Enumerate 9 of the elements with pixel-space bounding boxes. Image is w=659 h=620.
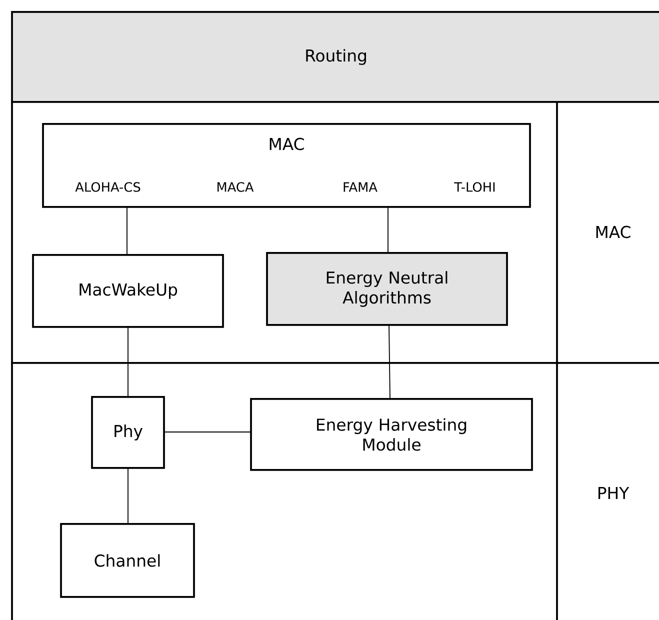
module-box: MacWakeUp bbox=[32, 254, 224, 328]
routing-band: Routing bbox=[11, 11, 659, 103]
module-box: Phy bbox=[91, 396, 165, 469]
module-box: Channel bbox=[60, 523, 195, 598]
protocol-box: MAC ALOHA-CS MACA FAMA T-LOHI bbox=[42, 123, 531, 208]
module-box: Energy Neutral Algorithms bbox=[266, 252, 508, 326]
connector-line bbox=[388, 324, 390, 400]
module-box: Energy Harvesting Module bbox=[250, 398, 533, 471]
connector-line bbox=[126, 206, 128, 256]
